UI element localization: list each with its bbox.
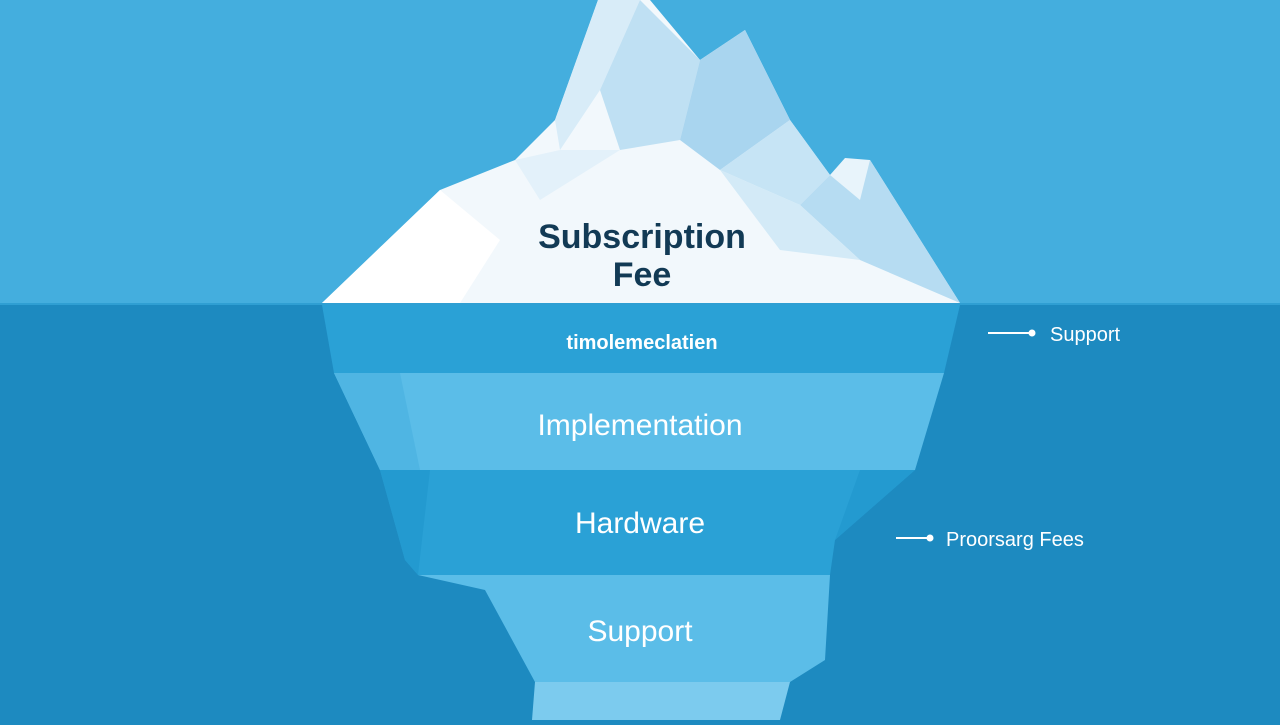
tip-label-line1: Subscription (538, 218, 746, 256)
underwater-facet-3 (835, 470, 915, 540)
layer-label-2: Implementation (537, 409, 742, 442)
tip-facet-2 (600, 0, 700, 150)
tip-facet-5 (800, 160, 960, 303)
tip-facet-3 (680, 30, 790, 170)
layer-label-4: Support (587, 615, 693, 648)
layer-label-1: timolemeclatien (566, 332, 717, 354)
underwater-facet-1 (334, 373, 420, 470)
tip-facet-4 (720, 120, 830, 205)
layer-band-5 (532, 682, 790, 720)
layer-band-3 (380, 470, 915, 575)
tip-facet-6 (515, 150, 620, 200)
layer-band-4 (418, 575, 830, 682)
tip-label-line2: Fee (613, 256, 672, 294)
tip-facet-9 (830, 158, 870, 200)
layer-band-2 (334, 373, 944, 470)
layer-band-1 (322, 305, 960, 373)
iceberg-tip (322, 0, 960, 303)
tip-facet-1 (555, 0, 640, 150)
underwater-facet-2 (380, 470, 430, 575)
tip-facet-8 (720, 170, 860, 260)
iceberg-underwater (322, 305, 960, 720)
tip-facet-7 (322, 190, 500, 303)
callout-processing: Proorsarg Fees (896, 529, 1084, 551)
callout-support: Support (988, 324, 1120, 346)
callout-processing-label: Proorsarg Fees (946, 529, 1084, 551)
layer-label-3: Hardware (575, 507, 705, 540)
callout-support-label: Support (1050, 324, 1120, 346)
